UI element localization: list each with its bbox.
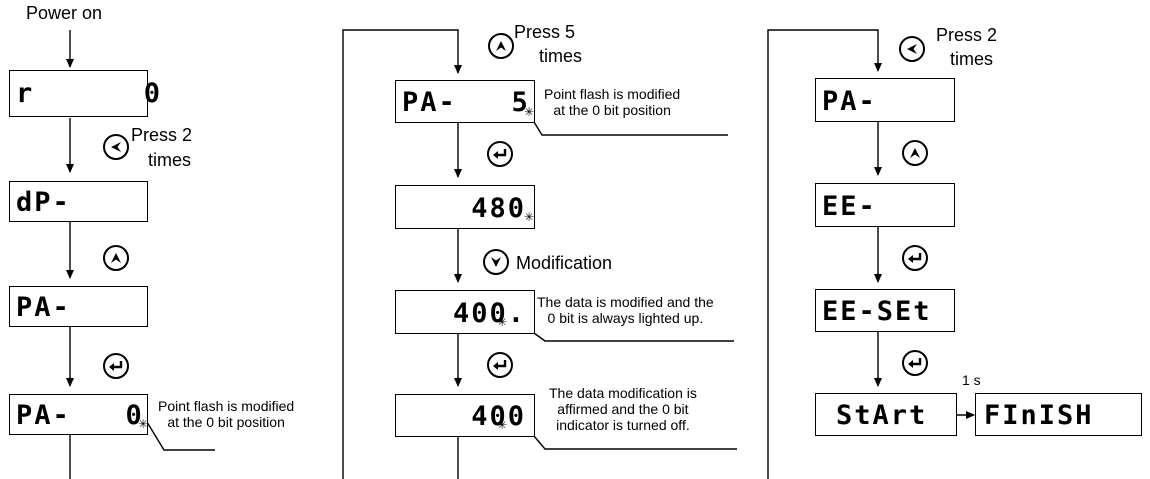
display-400-dot: 400.	[395, 290, 535, 334]
times-label: times	[539, 46, 583, 66]
display-ee-set: EE-SEt	[815, 289, 955, 332]
modification-label: Modification	[516, 253, 613, 273]
enter-icon	[902, 350, 928, 376]
press-5-label: Press 5	[514, 22, 576, 42]
display-start: StArt	[815, 393, 957, 436]
enter-icon	[487, 352, 513, 378]
left-arrow-icon	[103, 134, 129, 160]
display-finish: FInISH	[975, 393, 1142, 436]
flash-point-icon: ✳	[497, 418, 508, 432]
display-480: 480	[395, 185, 535, 229]
note-point-flash-2: Point flash is modified at the 0 bit pos…	[544, 86, 680, 118]
display-text: EE-SEt	[822, 296, 932, 327]
display-400: 400	[395, 394, 535, 437]
flash-point-icon: ✳	[524, 105, 535, 119]
down-arrow-icon	[483, 249, 509, 275]
display-text: PA-	[16, 292, 71, 323]
press-2-label: Press 2	[131, 125, 193, 145]
note-line: indicator is turned off.	[556, 417, 690, 434]
display-text: dP-	[16, 187, 71, 218]
left-arrow-icon	[899, 36, 925, 62]
note-point-flash-1: Point flash is modified at the 0 bit pos…	[158, 398, 294, 430]
time-1s-label: 1 s	[962, 372, 981, 388]
display-text: StArt	[836, 400, 928, 431]
display-ee: EE-	[815, 183, 955, 227]
display-text: EE-	[822, 191, 877, 222]
enter-icon	[902, 245, 928, 271]
note-data-affirmed: The data modification is affirmed and th…	[549, 385, 697, 433]
display-text: PA- 5	[402, 87, 530, 118]
note-line: Point flash is modified	[158, 398, 295, 414]
display-pa-5: PA- 5	[395, 80, 535, 123]
up-arrow-icon	[902, 140, 928, 166]
enter-icon	[487, 141, 513, 167]
enter-icon	[103, 353, 129, 379]
display-r-0: r 0	[9, 70, 160, 117]
flash-point-icon: ✳	[497, 315, 508, 329]
up-arrow-icon	[103, 245, 129, 271]
note-line: at the 0 bit position	[553, 102, 671, 119]
up-arrow-icon	[488, 33, 514, 59]
note-line: Point flash is modified	[544, 86, 681, 102]
display-text: r 0	[16, 78, 163, 109]
note-line: affirmed and the 0 bit	[557, 401, 689, 418]
note-line: The data modification is	[549, 385, 697, 401]
note-line: 0 bit is always lighted up.	[547, 310, 704, 327]
flash-point-icon: ✳	[524, 210, 535, 224]
display-text: 400.	[452, 298, 526, 329]
display-text: 480	[471, 193, 526, 224]
times-label: times	[950, 49, 994, 69]
display-text: 400	[471, 401, 526, 432]
note-data-modified: The data is modified and the 0 bit is al…	[537, 294, 714, 326]
display-pa: PA-	[815, 78, 955, 122]
times-label: times	[148, 150, 192, 170]
power-on-label: Power on	[26, 3, 103, 23]
note-line: The data is modified and the	[537, 294, 714, 310]
display-text: PA-	[822, 86, 877, 117]
display-dp: dP-	[9, 181, 148, 222]
press-2-label: Press 2	[936, 25, 998, 45]
display-pa: PA-	[9, 286, 148, 327]
note-line: at the 0 bit position	[167, 414, 285, 431]
display-text: FInISH	[984, 400, 1094, 431]
display-pa-0: PA- 0	[9, 394, 148, 435]
flash-point-icon: ✳	[138, 417, 149, 431]
display-text: PA- 0	[16, 400, 144, 431]
